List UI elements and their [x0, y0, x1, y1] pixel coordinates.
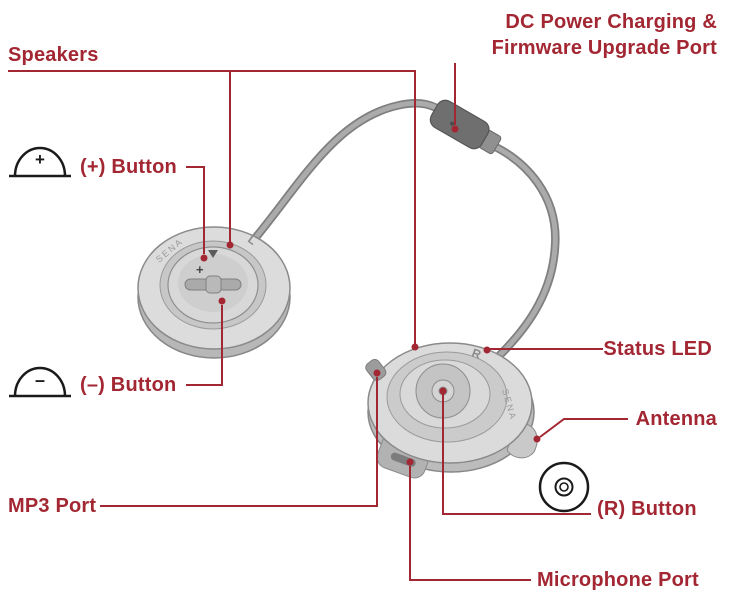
dial-pointer — [208, 250, 218, 258]
plus-glyph: + — [35, 150, 45, 169]
callout-line-mp3-port — [100, 377, 378, 507]
callout-line-minus-button — [186, 305, 223, 386]
callout-dot-antenna — [533, 435, 541, 443]
callout-line-r-button — [442, 394, 591, 515]
callout-dots — [200, 125, 541, 466]
label-minus-button: (–) Button — [80, 374, 177, 396]
callout-line-antenna — [539, 418, 628, 438]
speaker-unit-left: + SENA L — [137, 226, 291, 359]
label-mp3-port: MP3 Port — [8, 495, 97, 517]
callout-dot-speaker-right — [411, 343, 419, 351]
connection-cable — [247, 99, 560, 361]
callout-dot-dc-power — [451, 125, 459, 133]
callout-line-plus-button — [186, 166, 205, 254]
label-speakers: Speakers — [8, 44, 99, 66]
callout-dot-r-button — [439, 387, 447, 395]
label-antenna: Antenna — [635, 408, 717, 430]
label-plus-button: (+) Button — [80, 156, 177, 178]
dc-connector — [429, 99, 502, 155]
callout-line-speakers — [8, 70, 416, 344]
label-r-button: (R) Button — [597, 498, 697, 520]
label-dc-power-line1: DC Power Charging & — [505, 11, 717, 33]
callout-dot-speaker-left — [226, 241, 234, 249]
callout-line-microphone-port — [409, 466, 531, 581]
minus-glyph: – — [35, 370, 45, 390]
label-microphone-port: Microphone Port — [537, 569, 699, 591]
callout-dot-mp3-port — [373, 369, 381, 377]
callout-dot-microphone-port — [406, 458, 414, 466]
dial-plus-marking: + — [196, 262, 204, 277]
r-button-icon — [538, 461, 590, 513]
callout-dot-minus-button — [218, 297, 226, 305]
label-status-led: Status LED — [603, 338, 712, 360]
callout-dot-status-led — [483, 346, 491, 354]
minus-button-icon: – — [9, 366, 71, 398]
callout-dot-plus-button — [200, 254, 208, 262]
callout-lines — [8, 63, 628, 581]
label-dc-power-line2: Firmware Upgrade Port — [491, 37, 717, 59]
plus-button-icon: + — [9, 146, 71, 178]
main-unit-right: R SENA — [365, 342, 538, 479]
label-dc-power: DC Power Charging & Firmware Upgrade Por… — [492, 9, 717, 61]
